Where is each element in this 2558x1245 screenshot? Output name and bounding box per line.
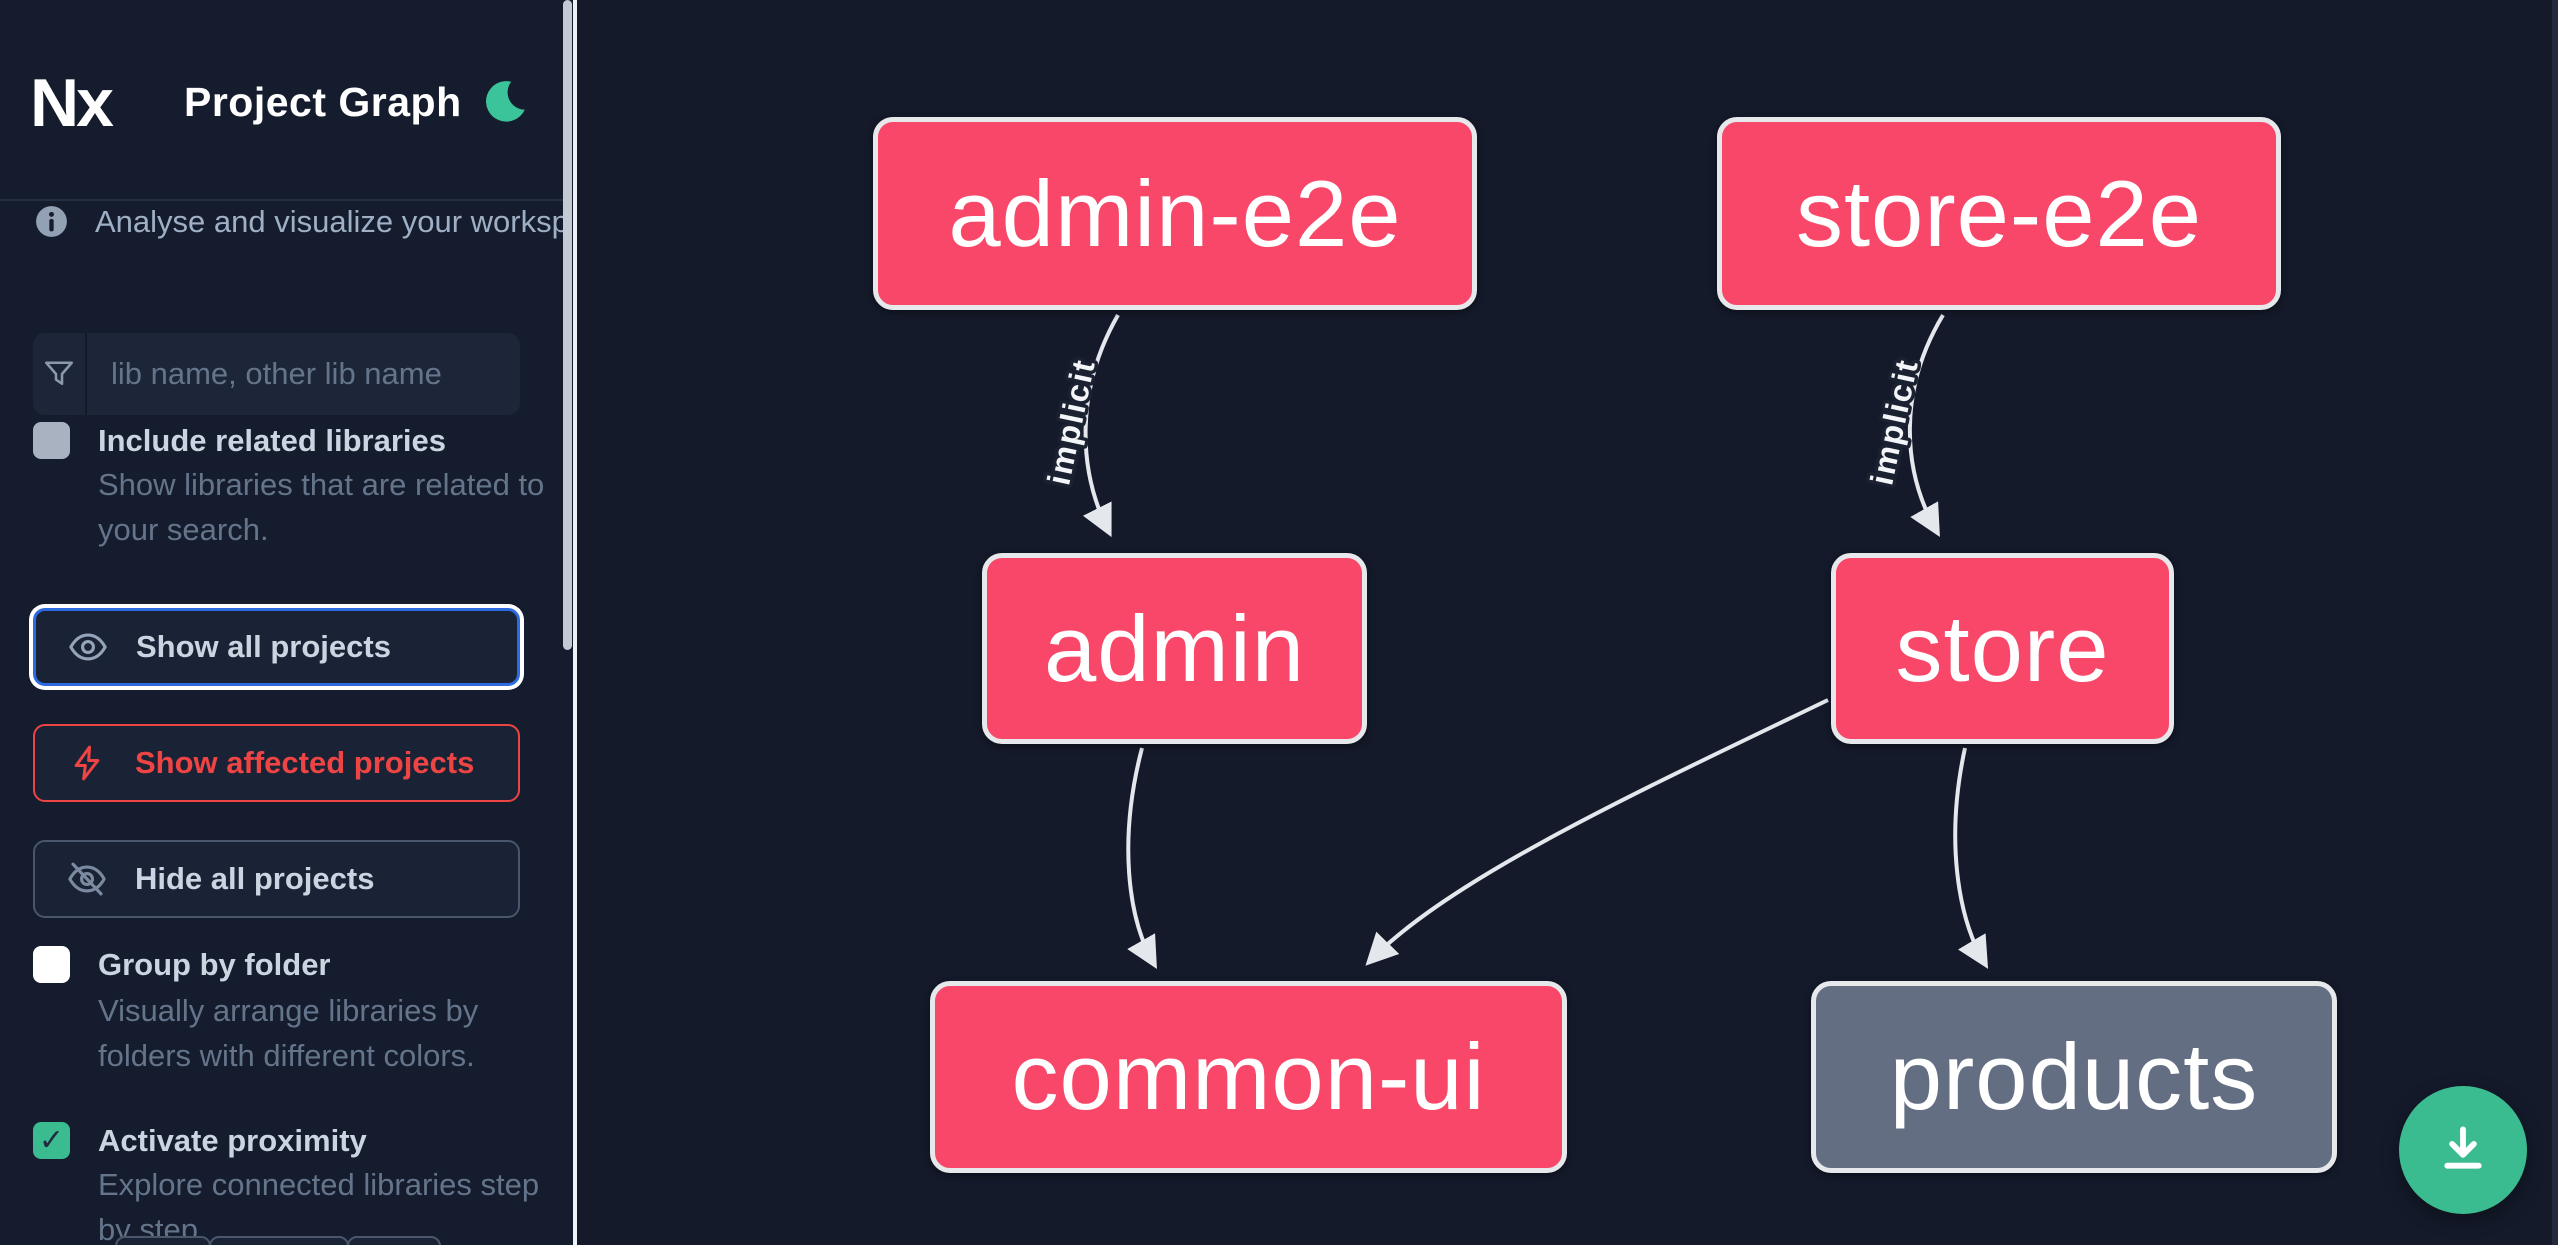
edges-svg: implicit implicit <box>1037 313 1989 969</box>
activate-proximity-label[interactable]: Activate proximity <box>98 1123 367 1158</box>
group-by-folder-row: Group by folder <box>33 944 331 986</box>
edge-label-store-e2e: implicit <box>1863 355 1925 488</box>
hide-all-projects-button[interactable]: Hide all projects <box>33 840 520 918</box>
scrollbar-track <box>573 0 577 1245</box>
graph-node-store[interactable]: store <box>1831 553 2174 744</box>
show-affected-projects-label: Show affected projects <box>135 745 475 780</box>
filter-funnel-icon <box>33 333 87 415</box>
svg-text:Nx: Nx <box>30 65 114 141</box>
edge-label-admin-e2e: implicit <box>1040 355 1102 488</box>
sidebar: Nx Project Graph Analyse and visualize y… <box>0 0 563 1245</box>
graph-node-common-ui[interactable]: common-ui <box>930 981 1567 1173</box>
sidebar-header: Nx Project Graph <box>30 50 529 154</box>
edge-store-to-common-ui[interactable] <box>1365 698 1829 966</box>
scrollbar-thumb[interactable] <box>563 0 572 650</box>
bolt-icon <box>65 741 109 785</box>
show-all-projects-button[interactable]: Show all projects <box>33 608 520 686</box>
search-input[interactable] <box>87 333 520 415</box>
sidebar-scrollbar <box>563 0 577 1245</box>
download-graph-button[interactable] <box>2399 1086 2527 1214</box>
workspace-tagline: Analyse and visualize your workspace. <box>95 203 563 239</box>
download-icon <box>2444 1126 2482 1169</box>
edge-store-e2e-to-store[interactable] <box>1907 313 1945 537</box>
show-all-projects-label: Show all projects <box>136 629 391 664</box>
check-icon: ✓ <box>38 1123 65 1157</box>
proximity-stepper <box>115 1236 441 1245</box>
activate-proximity-description: Explore connected libraries step by step… <box>98 1167 540 1245</box>
graph-node-admin-e2e[interactable]: admin-e2e <box>873 117 1477 310</box>
eye-off-icon <box>65 857 109 901</box>
include-related-row: Include related libraries <box>33 420 446 462</box>
include-related-description: Show libraries that are related to your … <box>98 467 545 547</box>
workspace-tagline-row: Analyse and visualize your workspace. <box>33 203 563 240</box>
proximity-value-field[interactable] <box>209 1236 349 1245</box>
dark-mode-toggle[interactable] <box>475 75 529 129</box>
group-by-folder-checkbox[interactable] <box>33 946 70 983</box>
edge-admin-e2e-to-admin[interactable] <box>1082 314 1120 538</box>
graph-canvas[interactable]: implicit implicit admin-e2e store-e2e admin… <box>577 0 2558 1245</box>
eye-icon <box>66 625 110 669</box>
activate-proximity-row: ✓ Activate proximity <box>33 1120 367 1162</box>
search-box <box>33 333 520 415</box>
include-related-label[interactable]: Include related libraries <box>98 423 447 458</box>
edge-store-to-products[interactable] <box>1953 747 1989 969</box>
canvas-scrollbar-track <box>2552 0 2558 1245</box>
group-by-folder-label[interactable]: Group by folder <box>98 947 331 982</box>
moon-icon <box>486 81 525 122</box>
proximity-decrement-button[interactable] <box>115 1236 211 1245</box>
page-title: Project Graph <box>184 78 462 125</box>
graph-node-products[interactable]: products <box>1811 981 2337 1173</box>
activate-proximity-checkbox[interactable]: ✓ <box>33 1122 70 1159</box>
proximity-increment-button[interactable] <box>347 1236 441 1245</box>
group-by-folder-description: Visually arrange libraries by folders wi… <box>98 993 479 1073</box>
graph-node-store-e2e[interactable]: store-e2e <box>1717 117 2281 310</box>
include-related-checkbox[interactable] <box>33 422 70 459</box>
nx-logo-icon: Nx <box>30 65 117 141</box>
show-affected-projects-button[interactable]: Show affected projects <box>33 724 520 802</box>
header-divider <box>0 199 563 201</box>
hide-all-projects-label: Hide all projects <box>135 861 375 896</box>
graph-node-admin[interactable]: admin <box>982 553 1367 744</box>
edge-admin-to-common-ui[interactable] <box>1126 747 1157 969</box>
info-icon <box>36 206 67 237</box>
